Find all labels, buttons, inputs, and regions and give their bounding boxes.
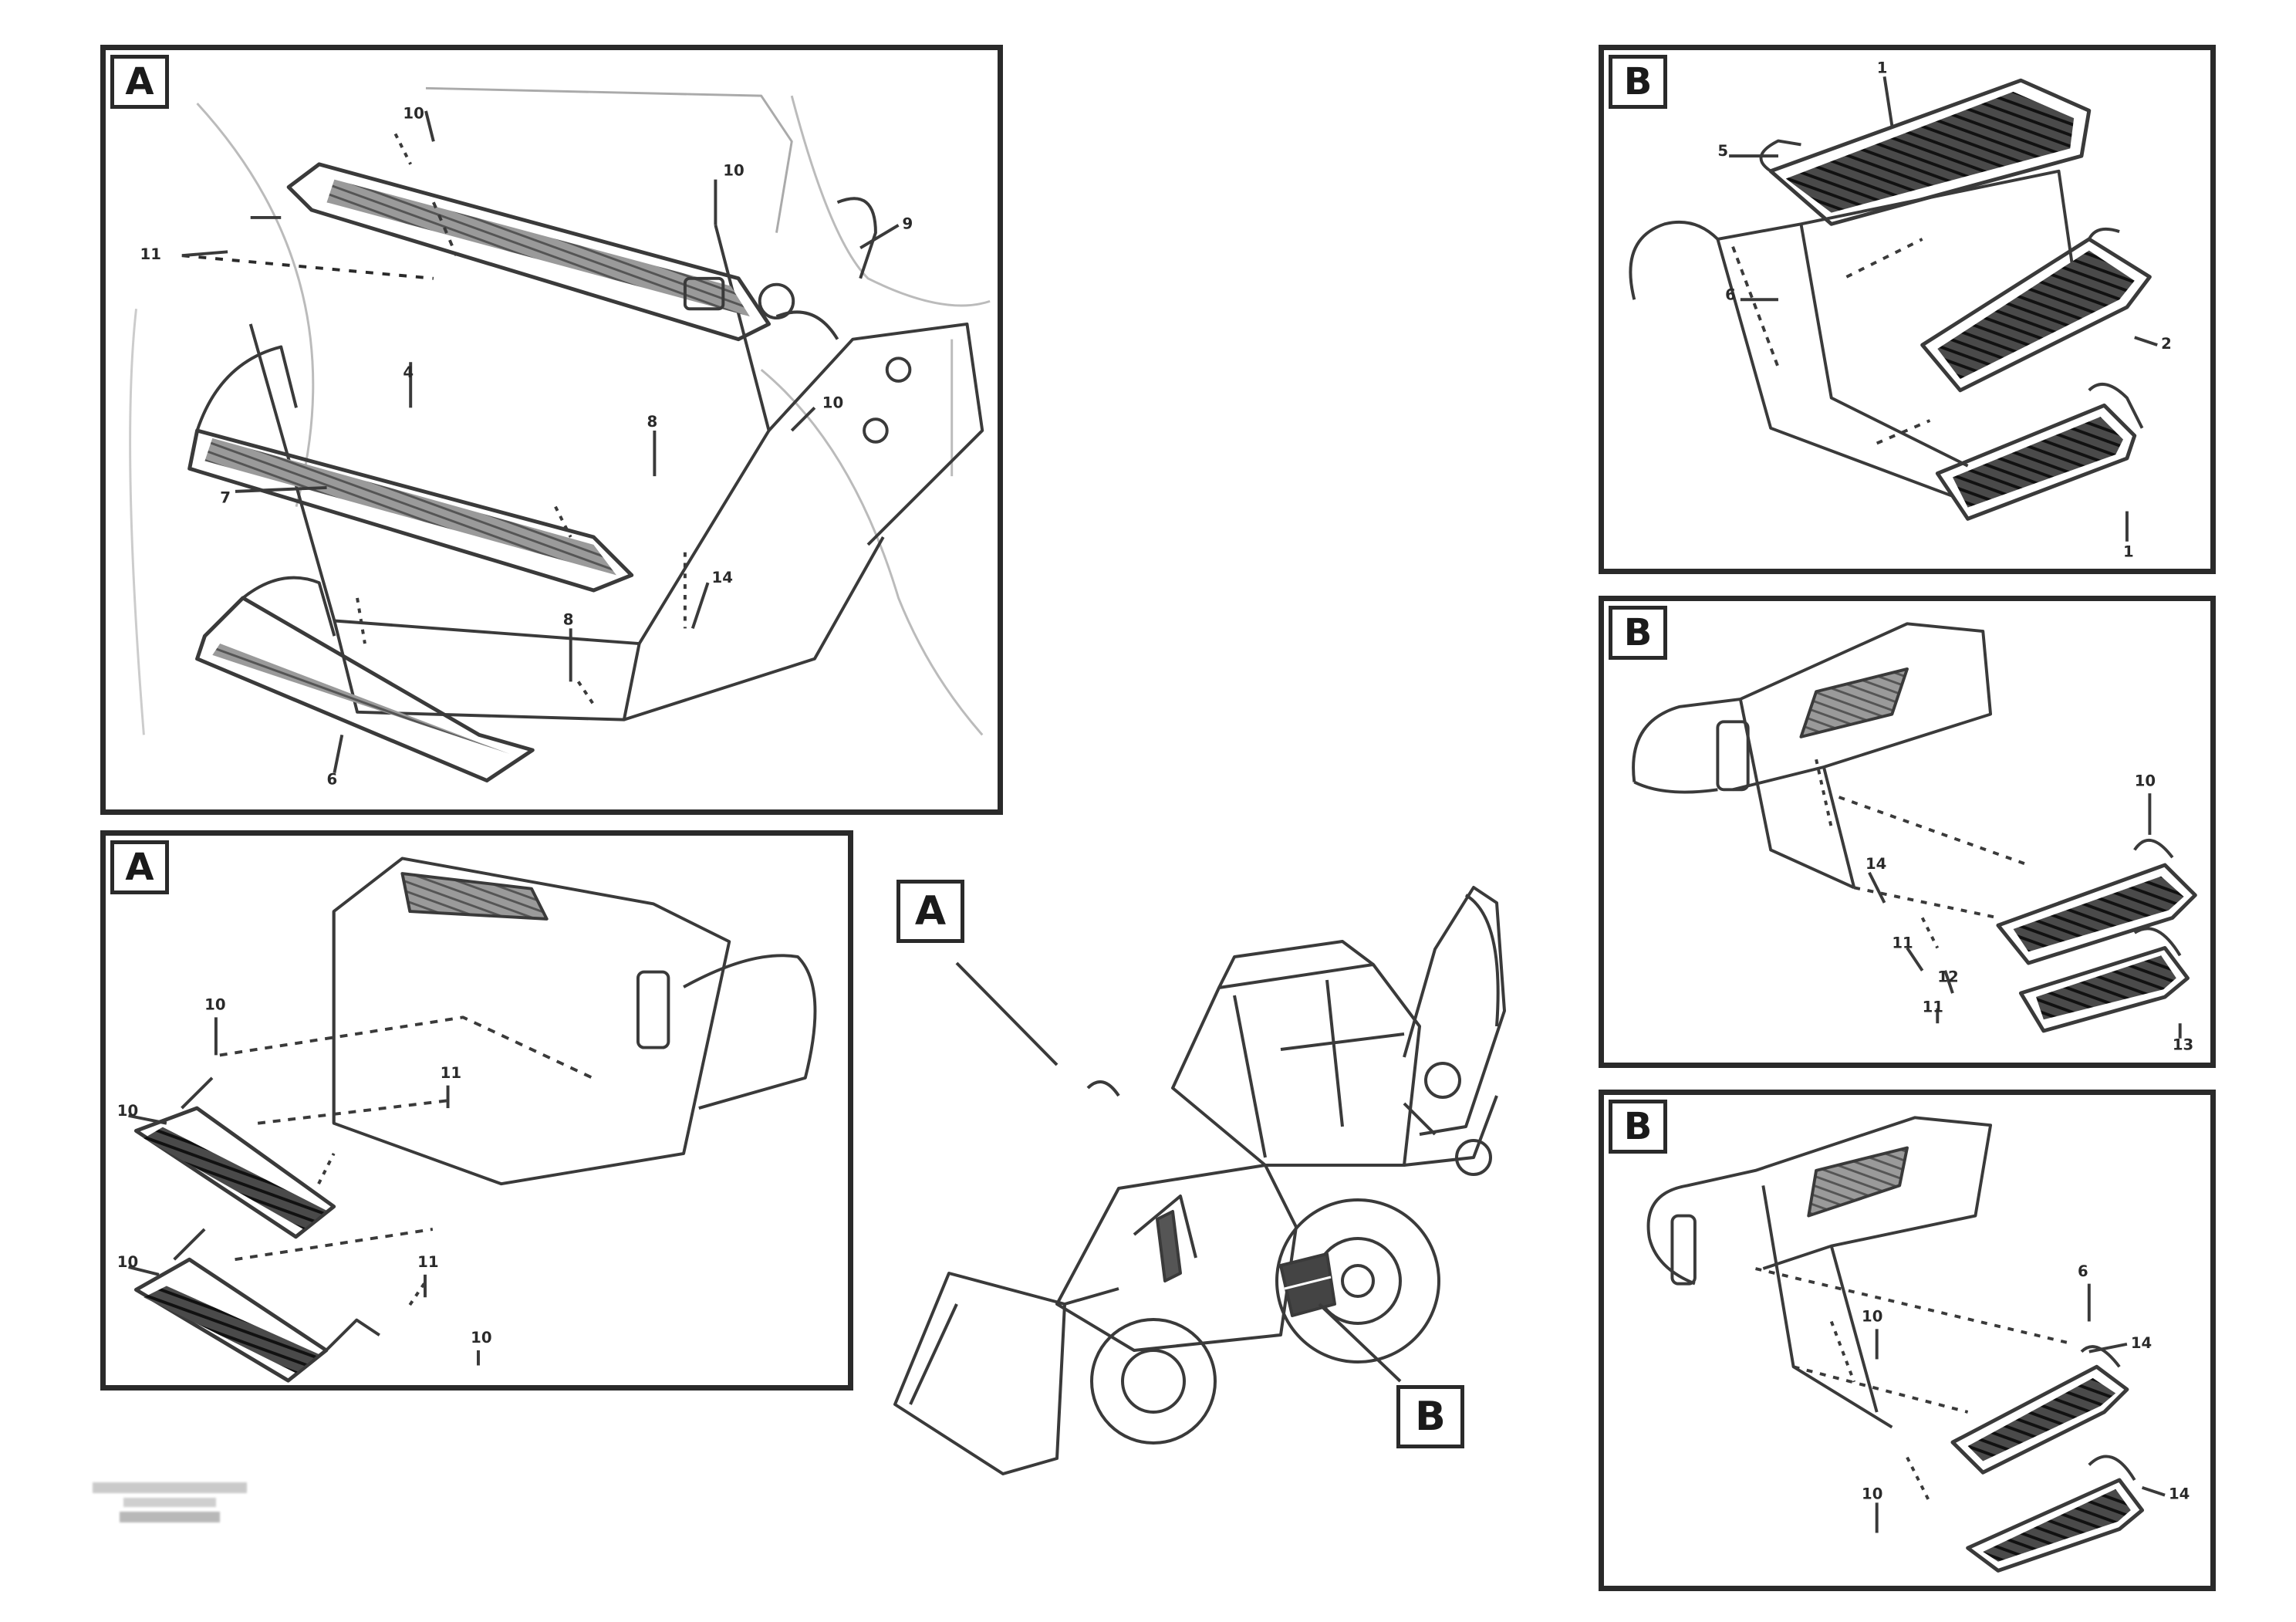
svg-text:10: 10 <box>204 996 225 1014</box>
panel-label-a-secondary: A <box>110 840 169 894</box>
svg-text:12: 12 <box>1937 968 1958 985</box>
svg-text:9: 9 <box>902 215 913 233</box>
step-assembly-drawing-secondary: 10 10 10 11 11 10 <box>117 857 817 1383</box>
detail-panel-b-top: B <box>1599 45 2216 574</box>
svg-text:11: 11 <box>417 1253 438 1271</box>
drawing-reference-stamp <box>85 1478 255 1527</box>
svg-text:6: 6 <box>1725 286 1736 303</box>
step-assembly-drawing-b-top: 5 1 6 2 1 <box>1629 59 2172 560</box>
callout-label-b: B <box>1396 1385 1464 1448</box>
svg-text:10: 10 <box>1862 1485 1882 1503</box>
detail-panel-b-middle: B <box>1599 596 2216 1068</box>
svg-text:10: 10 <box>117 1102 138 1120</box>
svg-text:11: 11 <box>441 1064 461 1082</box>
svg-text:14: 14 <box>711 569 732 586</box>
svg-text:4: 4 <box>403 363 414 381</box>
svg-text:10: 10 <box>117 1253 138 1271</box>
machine-overview: A B <box>864 872 1512 1497</box>
svg-text:5: 5 <box>1717 142 1728 160</box>
svg-text:10: 10 <box>2135 772 2156 789</box>
svg-text:14: 14 <box>1866 855 1886 873</box>
svg-text:10: 10 <box>723 162 744 180</box>
svg-text:10: 10 <box>471 1329 491 1347</box>
svg-text:11: 11 <box>140 245 160 263</box>
detail-panel-a-secondary: A <box>100 830 853 1391</box>
svg-text:1: 1 <box>1877 59 1888 76</box>
svg-text:1: 1 <box>2123 542 2134 560</box>
backhoe-loader-drawing <box>893 886 1506 1475</box>
detail-panel-b-bottom: B <box>1599 1090 2216 1591</box>
svg-text:10: 10 <box>1862 1308 1882 1326</box>
svg-text:8: 8 <box>647 413 658 431</box>
svg-text:13: 13 <box>2173 1036 2193 1053</box>
step-assembly-drawing-b-bottom: 6 10 14 10 14 <box>1646 1116 2190 1573</box>
svg-text:10: 10 <box>822 394 843 411</box>
step-assembly-drawing-main: 11 10 10 9 10 7 8 4 8 6 14 <box>129 86 991 788</box>
panel-label-b-top: B <box>1609 55 1667 109</box>
panel-label-b-middle: B <box>1609 606 1667 660</box>
callout-label-a: A <box>896 880 964 943</box>
svg-text:2: 2 <box>2161 335 2172 353</box>
panel-label-a-main: A <box>110 55 169 109</box>
svg-text:8: 8 <box>563 610 574 628</box>
svg-text:6: 6 <box>327 770 338 788</box>
svg-text:11: 11 <box>1892 934 1913 952</box>
svg-text:11: 11 <box>1923 999 1943 1016</box>
svg-text:6: 6 <box>2078 1262 2088 1280</box>
panel-label-b-bottom: B <box>1609 1100 1667 1154</box>
svg-text:7: 7 <box>220 489 231 507</box>
svg-text:14: 14 <box>2131 1334 2152 1352</box>
step-assembly-drawing-b-middle: 10 11 12 11 13 14 <box>1632 622 2197 1053</box>
svg-text:10: 10 <box>403 105 424 123</box>
detail-panel-a-main: A <box>100 45 1003 815</box>
svg-text:14: 14 <box>2169 1485 2190 1503</box>
